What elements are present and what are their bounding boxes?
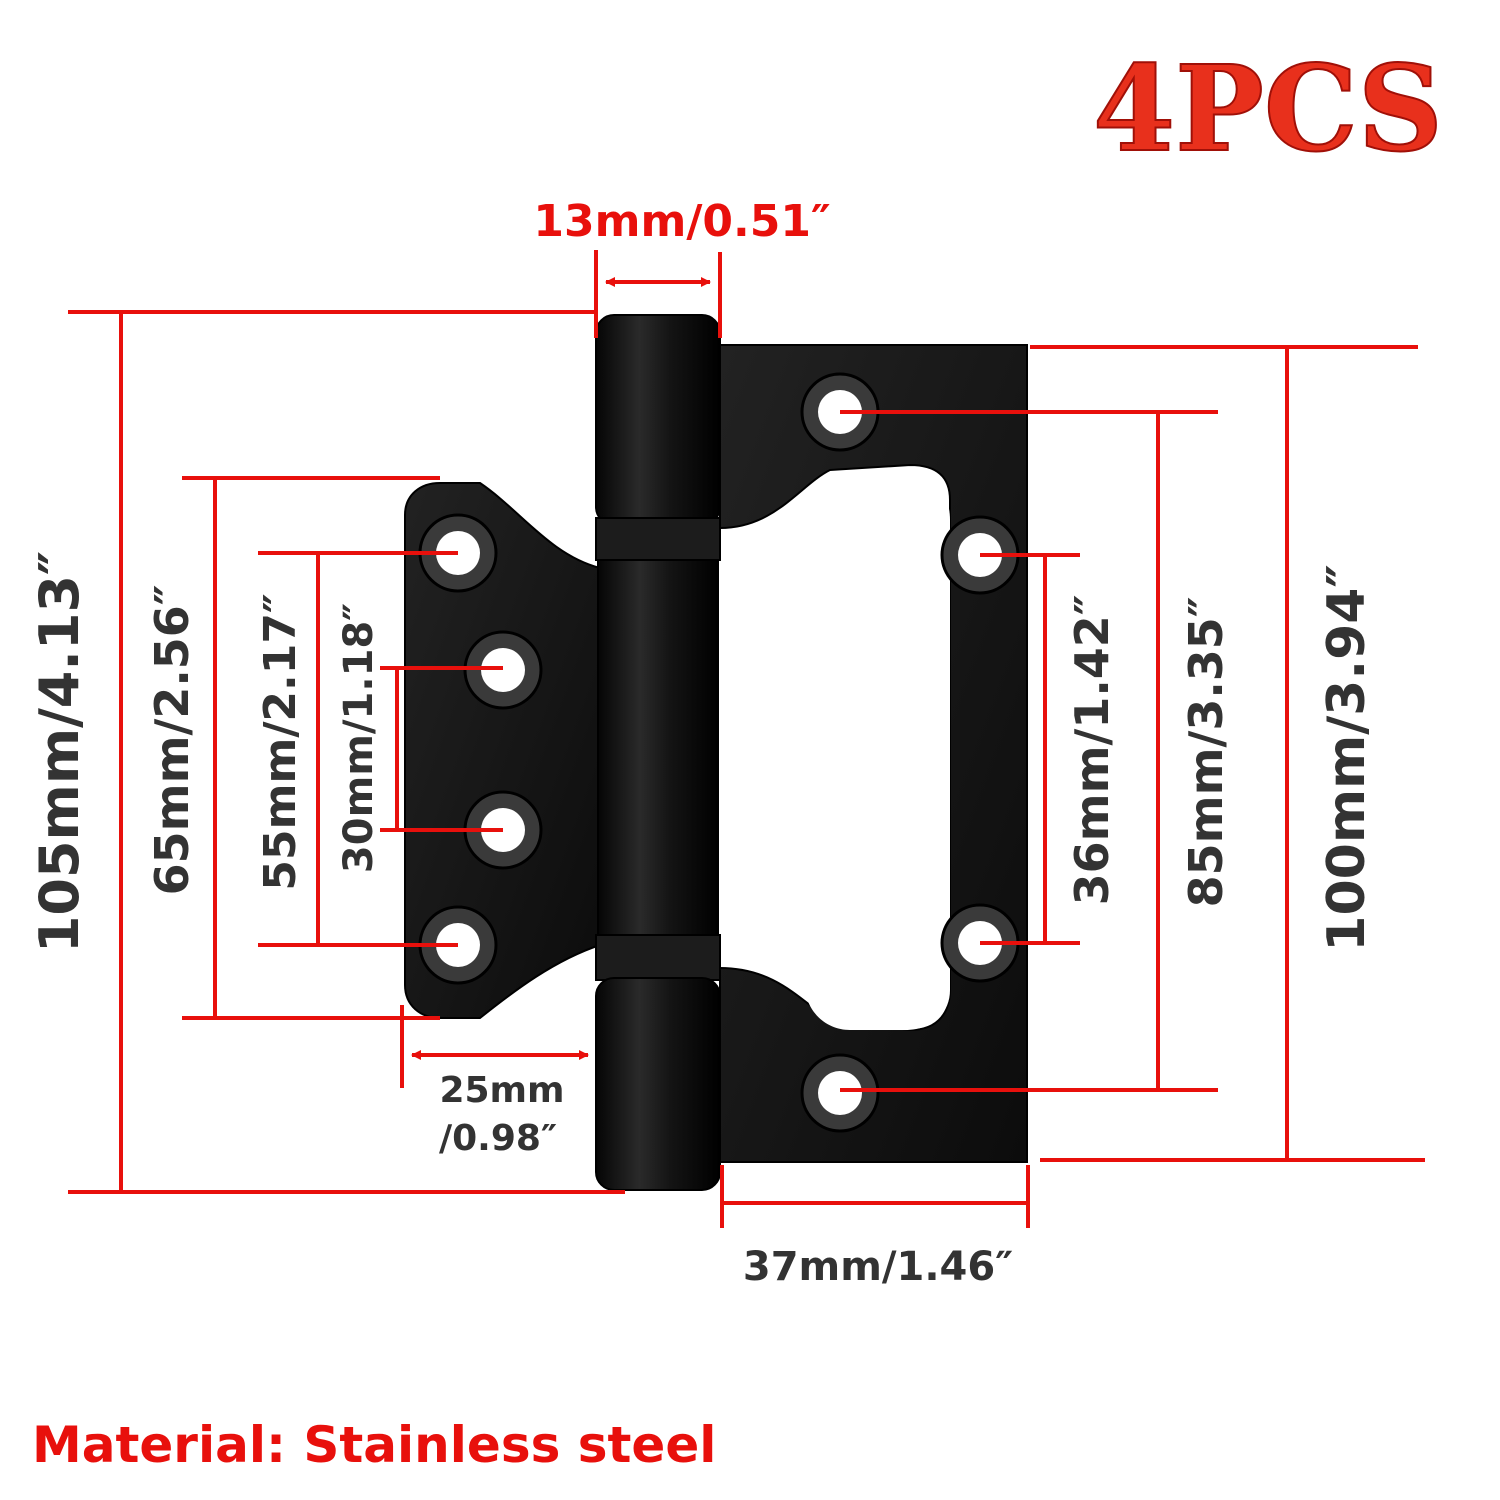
small-leaf bbox=[404, 482, 601, 1019]
dimension-small-leaf-width-line1: 25mm bbox=[439, 1070, 564, 1111]
material-note: Material: Stainless steel bbox=[32, 1416, 716, 1474]
large-leaf bbox=[719, 344, 1028, 1163]
dimension-large-inner-holes: 36mm/1.42″ bbox=[1065, 595, 1119, 906]
screw-hole-icon bbox=[800, 372, 880, 452]
dimension-pin-width: 13mm/0.51″ bbox=[533, 196, 830, 247]
screw-hole-icon bbox=[800, 1053, 880, 1133]
title: 4PCS bbox=[1093, 39, 1443, 178]
dimension-large-leaf-width: 37mm/1.46″ bbox=[743, 1244, 1013, 1290]
dimension-large-outer-holes: 85mm/3.35″ bbox=[1179, 597, 1233, 908]
dimension-large-leaf-height: 100mm/3.94″ bbox=[1317, 564, 1377, 951]
dimension-small-inner-holes: 30mm/1.18″ bbox=[336, 603, 382, 873]
dimension-small-outer-holes: 55mm/2.17″ bbox=[255, 593, 306, 890]
dimension-total-height: 105mm/4.13″ bbox=[28, 551, 91, 953]
dimension-small-leaf-height: 65mm/2.56″ bbox=[145, 585, 199, 896]
dimension-small-leaf-width-line2: /0.98″ bbox=[439, 1118, 557, 1159]
hinge-barrel bbox=[595, 314, 721, 1191]
dimension-lines bbox=[68, 250, 1425, 1228]
